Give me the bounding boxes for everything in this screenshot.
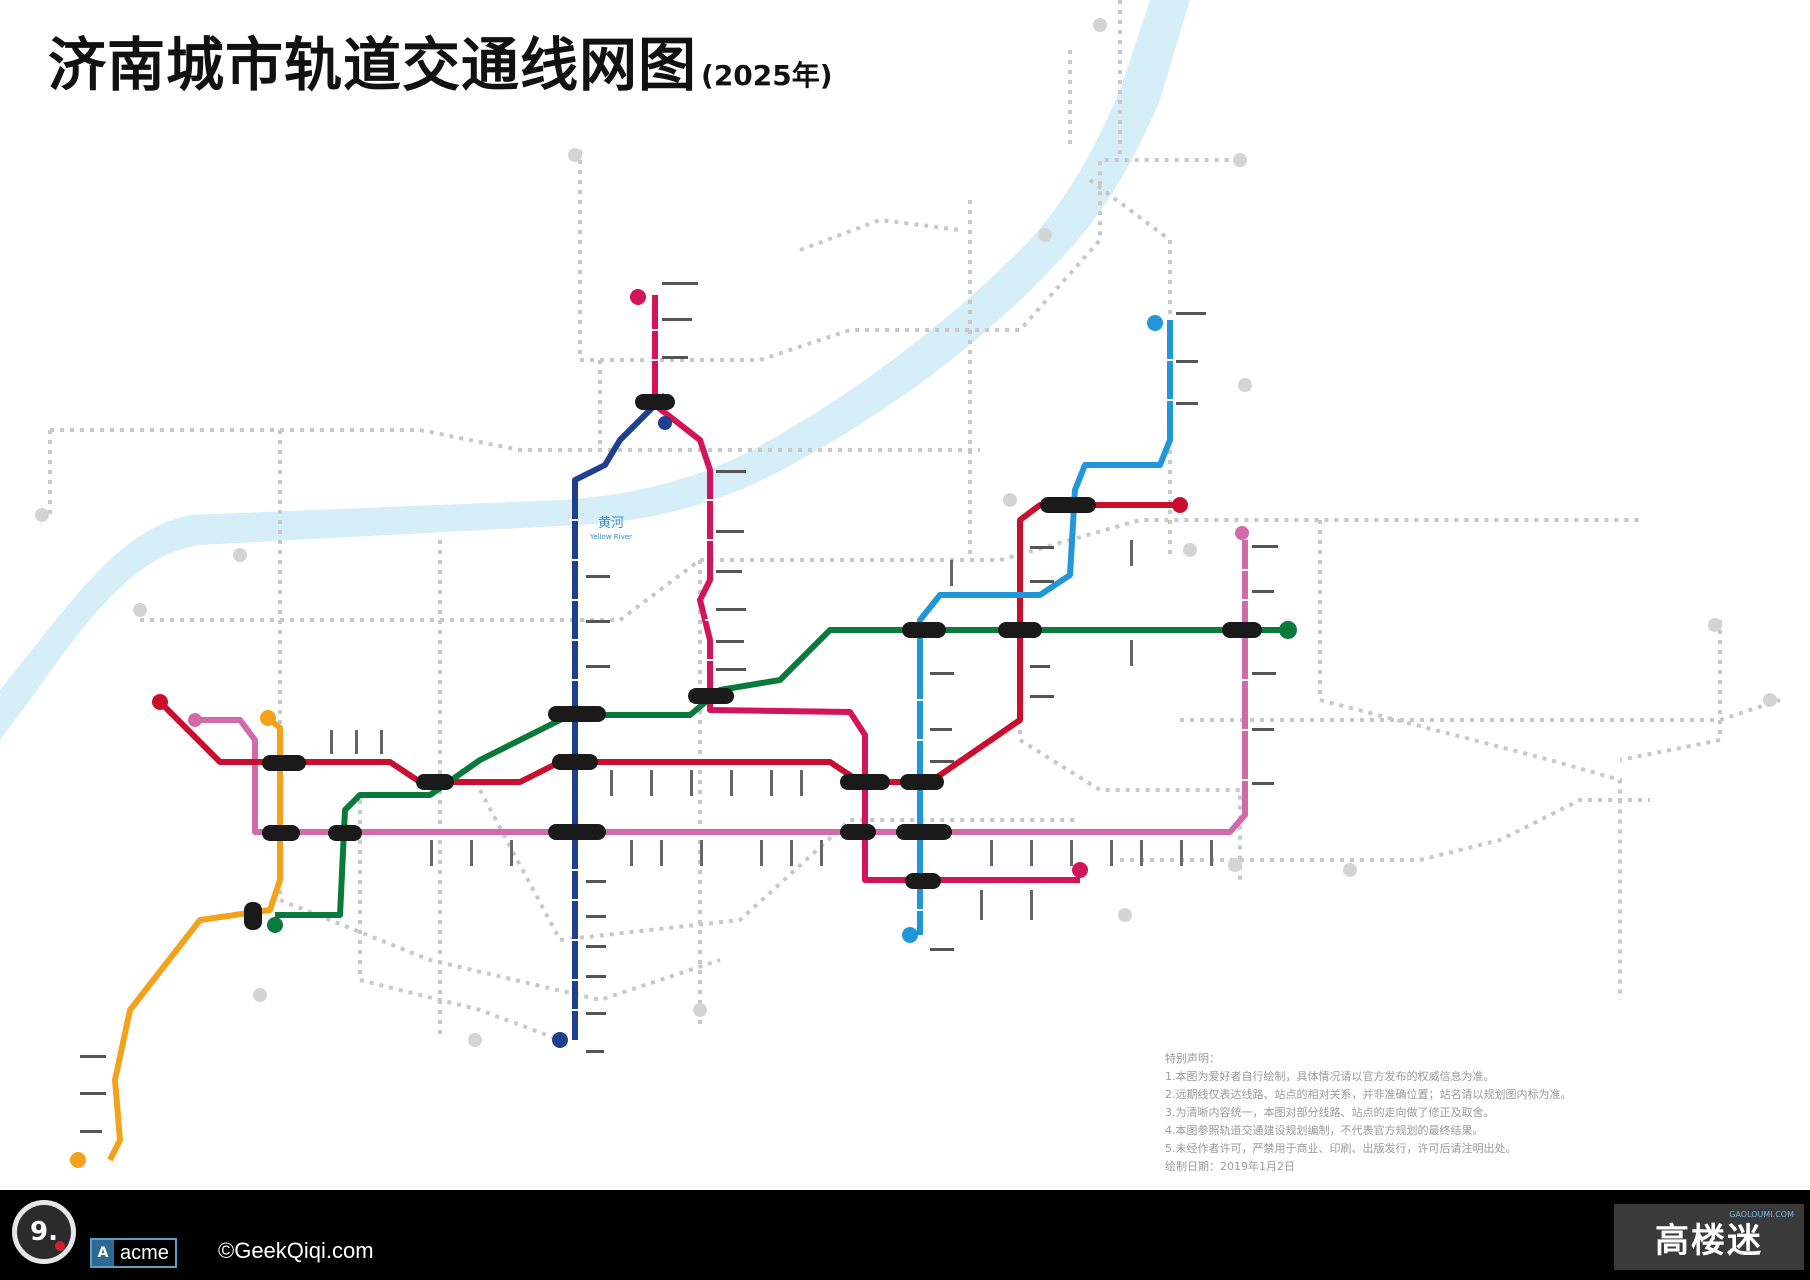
acme-label: acme bbox=[120, 1241, 169, 1264]
map-title-year: (2025年) bbox=[701, 59, 833, 92]
interchange-station bbox=[1040, 497, 1096, 513]
note-line: 2.远期线仅表达线路、站点的相对关系，并非准确位置；站名请以规划图内标为准。 bbox=[1165, 1088, 1572, 1101]
interchange-station bbox=[552, 754, 598, 770]
interchange-station bbox=[905, 873, 941, 889]
vertical-station-labels bbox=[330, 540, 1213, 920]
interchange-station bbox=[548, 706, 606, 722]
note-line: 5.未经作者许可，严禁用于商业、印刷、出版发行，许可后请注明出处。 bbox=[1165, 1142, 1517, 1155]
interchange-station bbox=[262, 825, 300, 841]
author-logo-icon: 9. bbox=[12, 1200, 76, 1264]
line-3-badge bbox=[630, 289, 646, 305]
interchange-station bbox=[1222, 622, 1262, 638]
interchange-station bbox=[244, 902, 262, 930]
interchange-station bbox=[262, 755, 306, 771]
line-1-badge-east bbox=[1172, 497, 1188, 513]
map-title-main: 济南城市轨道交通线网图 bbox=[48, 31, 698, 99]
interchange-station bbox=[688, 688, 734, 704]
line-5-badge-south bbox=[70, 1152, 86, 1168]
note-line: 特别声明： bbox=[1165, 1052, 1220, 1065]
author-logo-text: 9. bbox=[30, 1217, 58, 1247]
interchange-station bbox=[328, 825, 362, 841]
note-line: 绘制日期：2019年1月2日 bbox=[1165, 1160, 1295, 1173]
line-6-badge-north bbox=[1235, 526, 1249, 540]
line-2-badge-north bbox=[658, 416, 672, 430]
interchange-station bbox=[900, 774, 944, 790]
map-title: 济南城市轨道交通线网图 (2025年) bbox=[48, 36, 833, 94]
acme-logo-icon: A bbox=[92, 1240, 114, 1266]
station-ticks bbox=[570, 329, 1250, 1011]
interchange-station bbox=[902, 622, 946, 638]
line-2-badge bbox=[552, 1032, 568, 1048]
interchange-station bbox=[998, 622, 1042, 638]
line-4 bbox=[275, 627, 1280, 918]
station-name-marks bbox=[80, 282, 1278, 1133]
gaoloumi-brand: 高楼迷 bbox=[1655, 1220, 1763, 1261]
line-3-badge-south bbox=[1072, 862, 1088, 878]
line-7-badge bbox=[1147, 315, 1163, 331]
line-2 bbox=[572, 392, 668, 1040]
line-4-badge-west bbox=[267, 917, 283, 933]
line-6-badge bbox=[188, 713, 202, 727]
line-badges bbox=[70, 289, 1297, 1168]
interchange-station bbox=[635, 394, 675, 410]
river-label: 黄河 bbox=[598, 516, 624, 531]
interchange-stations bbox=[244, 394, 1262, 930]
copyright-text: ©GeekQiqi.com bbox=[218, 1238, 374, 1263]
line-1-badge bbox=[152, 694, 168, 710]
interchange-station bbox=[416, 774, 454, 790]
interchange-station bbox=[840, 774, 890, 790]
line-1 bbox=[157, 502, 1180, 785]
interchange-station bbox=[548, 824, 606, 840]
line-6 bbox=[195, 540, 1248, 835]
planned-line-terminals bbox=[35, 18, 1777, 1047]
line-5 bbox=[107, 715, 283, 1162]
note-line: 3.为清晰内容统一，本图对部分线路、站点的走向做了修正及取舍。 bbox=[1165, 1106, 1495, 1119]
footer-bar: 9. A acme ©GeekQiqi.com 高楼迷 GAOLOUMI.COM bbox=[0, 1190, 1810, 1280]
map-notes: 特别声明： 1.本图为爱好者自行绘制，具体情况请以官方发布的权威信息为准。 2.… bbox=[1165, 1050, 1785, 1176]
note-line: 1.本图为爱好者自行绘制，具体情况请以官方发布的权威信息为准。 bbox=[1165, 1070, 1495, 1083]
line-7 bbox=[917, 320, 1173, 935]
river-label-en: Yellow River bbox=[589, 533, 632, 541]
gaoloumi-url: GAOLOUMI.COM bbox=[1729, 1210, 1794, 1219]
line-4-badge bbox=[1279, 621, 1297, 639]
line-5-badge bbox=[260, 710, 276, 726]
interchange-station bbox=[840, 824, 876, 840]
gaoloumi-logo: 高楼迷 GAOLOUMI.COM bbox=[1614, 1204, 1804, 1270]
note-line: 4.本图参照轨道交通建设规划编制，不代表官方规划的最终结果。 bbox=[1165, 1124, 1484, 1137]
interchange-station bbox=[896, 824, 952, 840]
line-7-badge-south bbox=[902, 927, 918, 943]
acme-badge: A acme bbox=[90, 1238, 177, 1268]
